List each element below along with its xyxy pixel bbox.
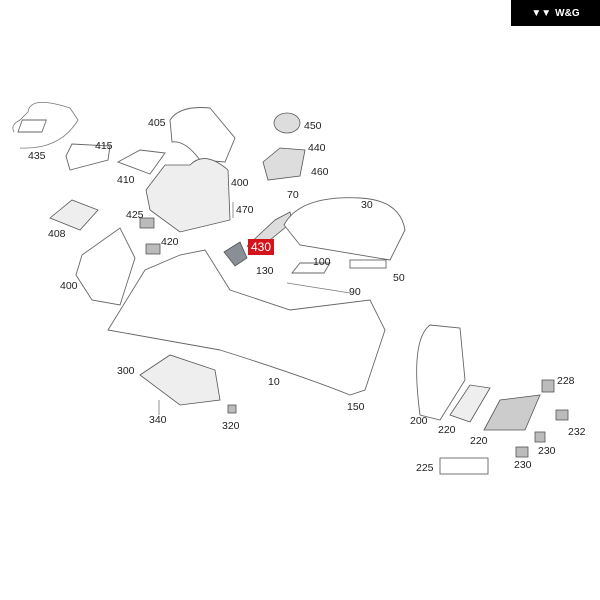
callout-10: 10 — [268, 376, 280, 388]
callout-415: 415 — [95, 140, 113, 152]
brand-logo: ▼▼ W&G — [511, 0, 600, 26]
callout-300: 300 — [117, 365, 135, 377]
part-420-switch — [145, 243, 161, 255]
part-430-highlight — [223, 241, 248, 267]
part-450-cap — [273, 112, 301, 134]
part-400-bin — [145, 158, 231, 233]
callout-232: 232 — [568, 426, 586, 438]
part-100-pad — [291, 262, 331, 274]
part-228-switch — [541, 379, 555, 393]
part-50-rail — [349, 259, 387, 269]
part-10-console — [107, 249, 386, 396]
part-425-switch — [139, 217, 155, 229]
callout-220-a: 220 — [438, 424, 456, 436]
callout-460: 460 — [311, 166, 329, 178]
callout-340: 340 — [149, 414, 167, 426]
part-225-warning-label — [439, 457, 489, 475]
callout-408: 408 — [48, 228, 66, 240]
part-440-tray — [262, 147, 306, 181]
part-435-cable — [12, 102, 79, 149]
callout-228: 228 — [557, 375, 575, 387]
callout-230-a: 230 — [538, 445, 556, 457]
part-415-module — [65, 143, 111, 171]
callout-220-b: 220 — [470, 435, 488, 447]
part-220-tray-a — [449, 384, 491, 423]
callout-440: 440 — [308, 142, 326, 154]
part-230-switch-a — [534, 431, 546, 443]
callout-30: 30 — [361, 199, 373, 211]
part-30-armrest — [283, 197, 406, 261]
callout-405: 405 — [148, 117, 166, 129]
part-232-switch — [555, 409, 569, 421]
callout-320: 320 — [222, 420, 240, 432]
part-300-holder — [139, 354, 221, 406]
callout-225: 225 — [416, 462, 434, 474]
callout-425: 425 — [126, 209, 144, 221]
callout-410: 410 — [117, 174, 135, 186]
callout-420: 420 — [161, 236, 179, 248]
part-90-rod — [286, 282, 351, 294]
part-408-mat — [49, 199, 99, 231]
brand-name: W&G — [555, 7, 580, 19]
part-230-switch-b — [515, 446, 529, 458]
wing-logo-icon: ▼▼ — [531, 7, 552, 19]
callout-470: 470 — [236, 204, 254, 216]
callout-100: 100 — [313, 256, 331, 268]
callout-90: 90 — [349, 286, 361, 298]
callout-50: 50 — [393, 272, 405, 284]
callout-400-side: 400 — [60, 280, 78, 292]
callout-430-highlighted: 430 — [248, 239, 275, 255]
part-220-tray-b — [483, 394, 541, 431]
callout-130: 130 — [256, 265, 274, 277]
part-400-side-panel — [75, 227, 136, 306]
callout-400-bin: 400 — [231, 177, 249, 189]
callout-230-b: 230 — [514, 459, 532, 471]
callout-200: 200 — [410, 415, 428, 427]
callout-450: 450 — [304, 120, 322, 132]
part-405-cover — [169, 107, 236, 163]
part-435-pad — [17, 119, 47, 133]
callout-150: 150 — [347, 401, 365, 413]
part-410-frame — [116, 149, 166, 175]
part-320-clip — [227, 404, 237, 414]
callout-435: 435 — [28, 150, 46, 162]
part-200-panel — [416, 324, 466, 421]
callout-70: 70 — [287, 189, 299, 201]
